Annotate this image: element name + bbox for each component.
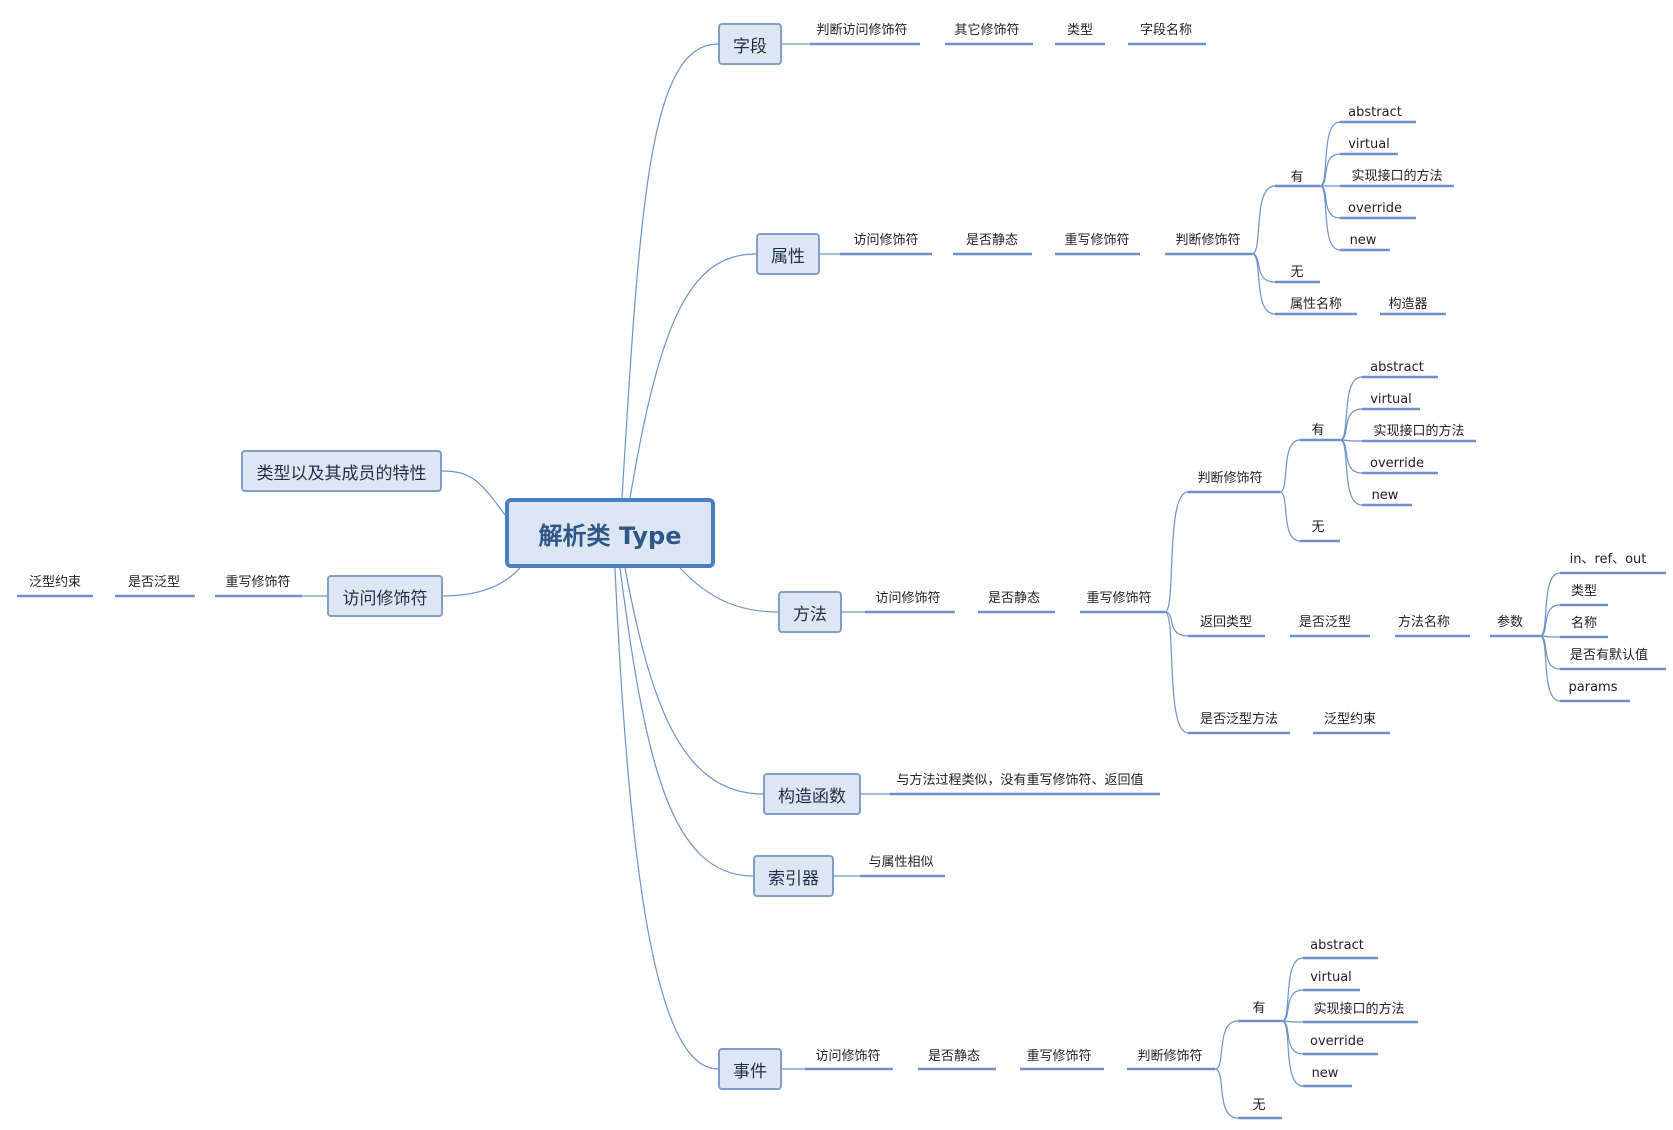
connector-line <box>679 567 779 613</box>
connector-line <box>1339 376 1363 441</box>
property-none[interactable]: 无 <box>1290 265 1304 280</box>
connector-line <box>1281 989 1304 1022</box>
method-judge-modifier[interactable]: 判断修饰符 <box>1197 471 1263 486</box>
connector-line <box>1164 611 1189 734</box>
connector-line <box>624 567 764 795</box>
param-params[interactable]: params <box>1568 680 1618 695</box>
access-generic-constraint[interactable]: 泛型约束 <box>28 575 82 590</box>
connector-line <box>614 567 719 1070</box>
property-override-modifier[interactable]: 重写修饰符 <box>1064 233 1130 248</box>
connector-line <box>1539 635 1561 702</box>
event-none[interactable]: 无 <box>1252 1098 1266 1113</box>
event-has-abstract[interactable]: abstract <box>1310 938 1364 953</box>
param-default-value[interactable]: 是否有默认值 <box>1569 648 1649 663</box>
event-override-modifier[interactable]: 重写修饰符 <box>1026 1049 1092 1064</box>
field-type[interactable]: 类型 <box>1066 23 1094 38</box>
connector-line <box>1539 572 1561 637</box>
connector-line <box>1281 957 1304 1022</box>
method-generic-constraint[interactable]: 泛型约束 <box>1323 712 1377 727</box>
method-is-generic[interactable]: 是否泛型 <box>1298 615 1352 630</box>
connector-line <box>1339 439 1363 474</box>
constructor-note[interactable]: 与方法过程类似，没有重写修饰符、返回值 <box>896 773 1144 788</box>
topic-field[interactable]: 字段 <box>718 23 782 65</box>
method-has-new[interactable]: new <box>1371 488 1399 503</box>
connector-line <box>1281 1020 1304 1055</box>
property-access-modifier[interactable]: 访问修饰符 <box>853 233 919 248</box>
method-has-abstract[interactable]: abstract <box>1370 360 1424 375</box>
topic-event[interactable]: 事件 <box>718 1048 782 1090</box>
topic-attributes[interactable]: 类型以及其成员的特性 <box>241 450 442 492</box>
access-override-modifier[interactable]: 重写修饰符 <box>225 575 291 590</box>
connector-line <box>1164 491 1189 613</box>
event-has-virtual[interactable]: virtual <box>1310 970 1352 985</box>
method-has-virtual[interactable]: virtual <box>1370 392 1412 407</box>
event-is-static[interactable]: 是否静态 <box>927 1049 981 1064</box>
param-name[interactable]: 名称 <box>1570 616 1598 631</box>
param-in-ref-out[interactable]: in、ref、out <box>1569 552 1647 567</box>
connector-line <box>1214 1068 1239 1119</box>
connector-line <box>1319 185 1341 251</box>
event-has[interactable]: 有 <box>1252 1001 1266 1016</box>
field-judge-access[interactable]: 判断访问修饰符 <box>816 23 908 38</box>
connector-line <box>1214 1020 1239 1070</box>
param-type[interactable]: 类型 <box>1570 584 1598 599</box>
indexer-note[interactable]: 与属性相似 <box>868 855 934 870</box>
root-topic[interactable]: 解析类 Type <box>505 498 715 568</box>
method-none[interactable]: 无 <box>1311 520 1325 535</box>
connector-line <box>1251 185 1276 255</box>
connector-line <box>1164 611 1189 637</box>
property-has-interface[interactable]: 实现接口的方法 <box>1351 169 1443 184</box>
method-is-static[interactable]: 是否静态 <box>987 591 1041 606</box>
connector-line <box>621 43 719 499</box>
connector-line <box>619 567 754 877</box>
field-name[interactable]: 字段名称 <box>1139 23 1193 38</box>
method-is-generic-method[interactable]: 是否泛型方法 <box>1199 712 1279 727</box>
method-name[interactable]: 方法名称 <box>1397 615 1451 630</box>
connector-line <box>1319 153 1341 187</box>
connector-line <box>629 253 757 499</box>
connector-line <box>1251 253 1276 315</box>
method-override-modifier[interactable]: 重写修饰符 <box>1086 591 1152 606</box>
topic-constructor[interactable]: 构造函数 <box>763 773 861 815</box>
event-access-modifier[interactable]: 访问修饰符 <box>815 1049 881 1064</box>
property-name[interactable]: 属性名称 <box>1289 297 1343 312</box>
property-judge-modifier[interactable]: 判断修饰符 <box>1175 233 1241 248</box>
connector-line <box>1339 408 1363 441</box>
connector-line <box>441 470 506 516</box>
method-access-modifier[interactable]: 访问修饰符 <box>875 591 941 606</box>
connector-line <box>1281 1020 1304 1087</box>
property-has-new[interactable]: new <box>1349 233 1377 248</box>
connector-line <box>1339 439 1363 506</box>
field-other-modifier[interactable]: 其它修饰符 <box>954 23 1020 38</box>
access-is-generic[interactable]: 是否泛型 <box>127 575 181 590</box>
connector-line <box>1279 491 1301 542</box>
event-has-interface[interactable]: 实现接口的方法 <box>1313 1002 1405 1017</box>
method-return-type[interactable]: 返回类型 <box>1199 615 1253 630</box>
property-is-static[interactable]: 是否静态 <box>965 233 1019 248</box>
connector-line <box>1279 439 1301 493</box>
event-has-new[interactable]: new <box>1311 1066 1339 1081</box>
topic-indexer[interactable]: 索引器 <box>753 855 834 897</box>
connector-line <box>1539 604 1561 637</box>
event-has-override[interactable]: override <box>1310 1034 1364 1049</box>
method-has-override[interactable]: override <box>1370 456 1424 471</box>
topic-method[interactable]: 方法 <box>778 591 842 633</box>
method-has[interactable]: 有 <box>1311 423 1325 438</box>
topic-access-modifier[interactable]: 访问修饰符 <box>327 575 443 617</box>
property-has-virtual[interactable]: virtual <box>1348 137 1390 152</box>
method-has-interface[interactable]: 实现接口的方法 <box>1373 424 1465 439</box>
method-params[interactable]: 参数 <box>1496 615 1524 630</box>
connector-line <box>442 567 521 597</box>
property-constructor[interactable]: 构造器 <box>1388 297 1428 312</box>
property-has-override[interactable]: override <box>1348 201 1402 216</box>
event-judge-modifier[interactable]: 判断修饰符 <box>1137 1049 1203 1064</box>
topic-property[interactable]: 属性 <box>756 233 820 275</box>
property-has-abstract[interactable]: abstract <box>1348 105 1402 120</box>
property-has[interactable]: 有 <box>1290 170 1304 185</box>
